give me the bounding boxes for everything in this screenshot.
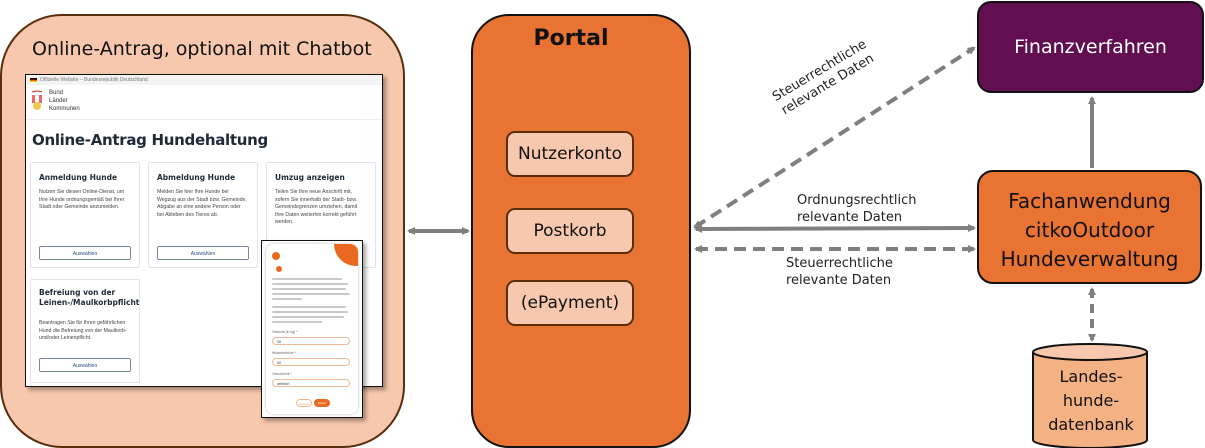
gov-banner: Offizielle Website – Bundesrepublik Deut…: [26, 75, 382, 85]
fachanwendung-line: citkoOutdoor: [1024, 218, 1155, 242]
gov-banner-text: Offizielle Website – Bundesrepublik Deut…: [40, 77, 148, 83]
fachanwendung-line: Hundeverwaltung: [1000, 247, 1179, 271]
portal-item-epayment: (ePayment): [506, 280, 634, 326]
database-label-line: hunde-: [1062, 391, 1120, 410]
next-button[interactable]: Weiter: [314, 399, 330, 407]
edge-label-line: Steuerrechtliche: [786, 256, 893, 271]
card-text: Melden Sie hier Ihre Hunde bei Wegzug au…: [157, 189, 247, 218]
chat-text-line: [272, 311, 348, 313]
field-label: Widerristhöhe *: [272, 351, 296, 355]
edge-label-steuer: Steuerrechtliche relevante Daten: [786, 255, 893, 289]
back-button[interactable]: Zurück: [296, 399, 312, 407]
chatbot-mobile-screenshot: Gewicht (in kg) * 38 Widerristhöhe * 50 …: [261, 240, 363, 418]
fachanwendung-line: Fachanwendung: [1008, 189, 1171, 213]
chat-text-line: [272, 298, 302, 300]
card-text: Nutzen Sie diesen Online-Dienst, um Ihre…: [39, 189, 125, 210]
gender-select[interactable]: weiblich: [272, 379, 350, 387]
menu-icon[interactable]: [272, 252, 280, 260]
chat-text-line: [272, 283, 348, 285]
card-title: Abmeldung Hunde: [157, 173, 236, 182]
select-button[interactable]: Auswählen: [157, 246, 249, 260]
service-card: Anmeldung Hunde Nutzen Sie diesen Online…: [30, 162, 140, 268]
chat-text-line: [272, 293, 350, 295]
german-flag-icon: [30, 78, 37, 82]
select-button[interactable]: Auswählen: [39, 246, 131, 260]
database-label: Landes- hunde- datenbank: [1034, 365, 1148, 437]
chat-text-line: [272, 278, 342, 280]
portal-finanz-arrow: [693, 46, 976, 229]
card-text: Beantragen Sie für Ihren gefährlichen Hu…: [39, 320, 127, 341]
height-input[interactable]: 50: [272, 358, 350, 366]
edge-label-line: relevante Daten: [786, 273, 892, 288]
eagle-logo-icon: [31, 90, 43, 110]
chat-text-line: [272, 288, 346, 290]
database-label-line: Landes-: [1059, 367, 1123, 386]
page-heading: Online-Antrag Hundehaltung: [32, 131, 268, 149]
database-cylinder-icon: [1032, 343, 1148, 448]
logo-line: Kommunen: [49, 106, 80, 112]
portal-fach-ordnung-arrow: [694, 224, 976, 233]
chat-text-line: [272, 316, 344, 318]
database-label-line: datenbank: [1048, 415, 1134, 434]
logo-line: Länder: [49, 98, 68, 104]
logo-line: Bund: [49, 90, 64, 96]
edge-label-line: relevante Daten: [797, 210, 903, 225]
card-title: Anmeldung Hunde: [39, 173, 118, 182]
finanzverfahren-node: Finanzverfahren: [977, 1, 1204, 93]
chatbot-avatar-icon: [276, 266, 282, 272]
portal-title: Portal: [533, 26, 609, 51]
card-text: Teilen Sie Ihre neue Anschrift mit, sofe…: [275, 189, 358, 225]
header-bar: Bund Länder Kommunen: [26, 85, 382, 120]
card-title: Umzug anzeigen: [275, 173, 345, 182]
service-card: Abmeldung Hunde Melden Sie hier Ihre Hun…: [148, 162, 258, 268]
field-label: Geschlecht *: [272, 372, 292, 376]
edge-label-ordnung: Ordnungsrechtlich relevante Daten: [797, 192, 917, 226]
chat-text-line: [272, 321, 322, 323]
service-card: Befreiung von der Leinen-/Maulkorbpflich…: [30, 279, 140, 383]
fachanwendung-node: Fachanwendung citkoOutdoor Hundeverwaltu…: [977, 170, 1202, 284]
field-label: Gewicht (in kg) *: [272, 330, 298, 334]
chat-text-line: [272, 306, 346, 308]
card-title: Befreiung von der Leinen-/Maulkorbpflich…: [39, 288, 140, 307]
online-form-title: Online-Antrag, optional mit Chatbot: [32, 38, 372, 60]
edge-label-line: Ordnungsrechtlich: [797, 193, 917, 208]
chatbot-panel: Gewicht (in kg) * 38 Widerristhöhe * 50 …: [266, 244, 358, 414]
logo-text: Bund Länder Kommunen: [49, 89, 80, 113]
portal-item-postkorb: Postkorb: [506, 208, 634, 254]
select-button[interactable]: Auswählen: [39, 358, 131, 372]
portal-item-nutzerkonto: Nutzerkonto: [506, 131, 634, 177]
weight-input[interactable]: 38: [272, 337, 350, 345]
